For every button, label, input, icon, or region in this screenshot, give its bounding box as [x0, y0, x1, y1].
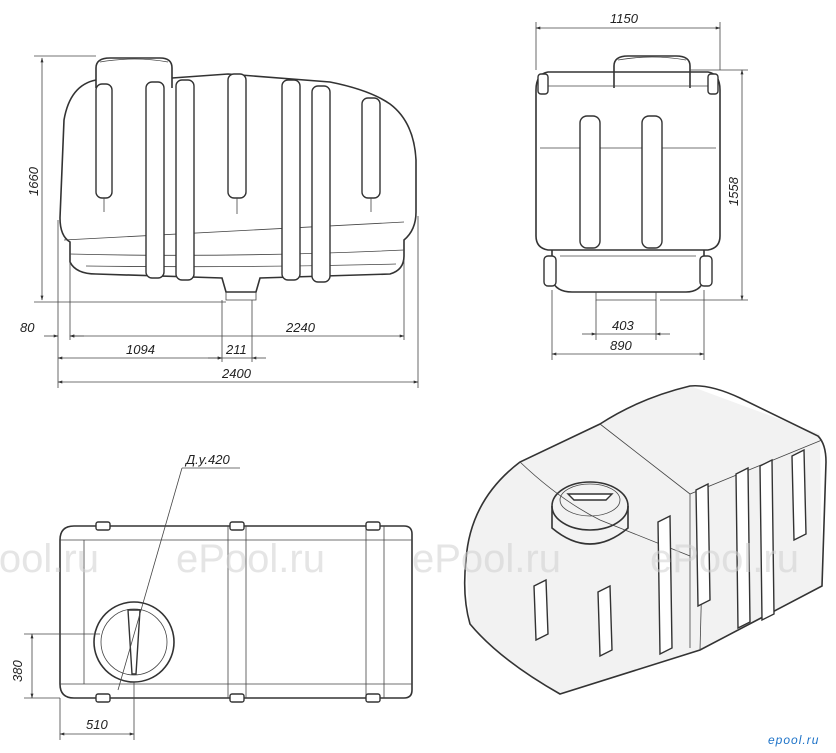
- dim-front-total: 2400: [221, 366, 252, 381]
- dim-front-outlet: 211: [225, 342, 247, 357]
- top-view: Д.у.420 380 510: [10, 452, 413, 740]
- dim-side-width: 1150: [610, 11, 639, 26]
- dim-top-y: 380: [10, 660, 25, 682]
- hatch-diameter-label: Д.у.420: [184, 452, 230, 467]
- watermark-2: ePool.ru: [176, 537, 325, 581]
- watermark-4: ePool.ru: [650, 537, 799, 581]
- dim-top-x: 510: [86, 717, 108, 732]
- isometric-view: [463, 384, 827, 695]
- front-view: 1660 80 2240 1094 211 2400: [20, 55, 419, 388]
- dim-side-base-inner: 403: [612, 318, 634, 333]
- watermark-3: ePool.ru: [412, 537, 561, 581]
- side-view: 1150 1558 403 890: [535, 11, 748, 360]
- watermark-1: ePool.ru: [0, 537, 99, 581]
- brand-logo: epool.ru: [768, 733, 819, 747]
- dim-side-base: 890: [610, 338, 632, 353]
- dim-front-span: 2240: [285, 320, 316, 335]
- dim-front-left: 1094: [126, 342, 155, 357]
- dim-front-height: 1660: [26, 166, 41, 196]
- dim-front-offset: 80: [20, 320, 35, 335]
- dim-side-height: 1558: [726, 176, 741, 206]
